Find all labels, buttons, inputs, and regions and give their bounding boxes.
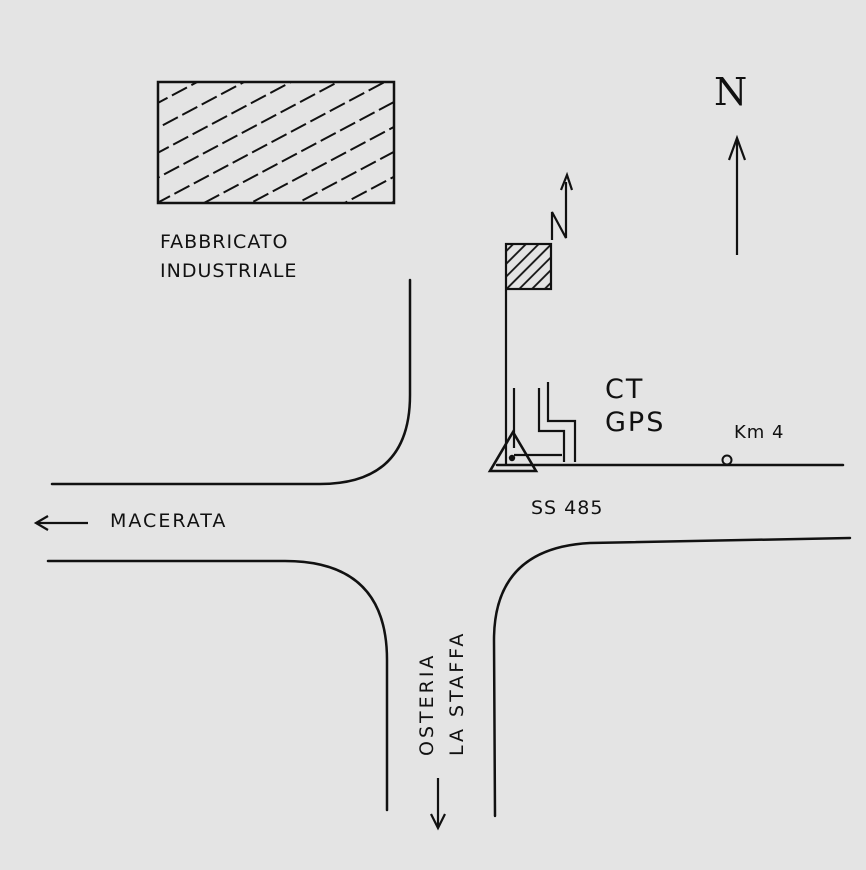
road-edge-southwest [46,559,389,812]
station-label-line2: GPS [605,407,666,438]
station-equipment [504,171,577,466]
km-label: Km 4 [734,422,785,443]
north-arrow-icon [727,134,747,255]
south-destination-line2: LA STAFFA [446,630,468,756]
south-arrow-icon [430,778,446,831]
road-edge-northwest [50,278,412,486]
west-arrow-icon [33,515,88,531]
triangle-benchmark-icon [487,429,539,473]
west-destination-label: MACERATA [110,510,228,532]
road-edge-southeast [492,536,852,818]
antenna-arrowhead [559,171,574,191]
road-edges [46,278,852,818]
equipment-box [504,242,553,291]
station-label-line1: CT [605,374,645,405]
road-name-label: SS 485 [531,497,604,519]
station-label: CT GPS [605,373,665,439]
cable-run-3 [546,382,577,462]
antenna-icon [550,182,568,240]
industrial-building [156,80,396,205]
south-destination-label: OSTERIA LA STAFFA [412,631,472,756]
cable-run-2 [537,388,566,462]
south-destination-line1: OSTERIA [416,652,438,756]
building-label: FABBRICATO INDUSTRIALE [160,228,297,286]
building-label-line1: FABBRICATO [160,231,289,253]
building-label-line2: INDUSTRIALE [160,260,298,282]
north-label: N [714,70,749,114]
circle-marker-icon [721,454,733,466]
